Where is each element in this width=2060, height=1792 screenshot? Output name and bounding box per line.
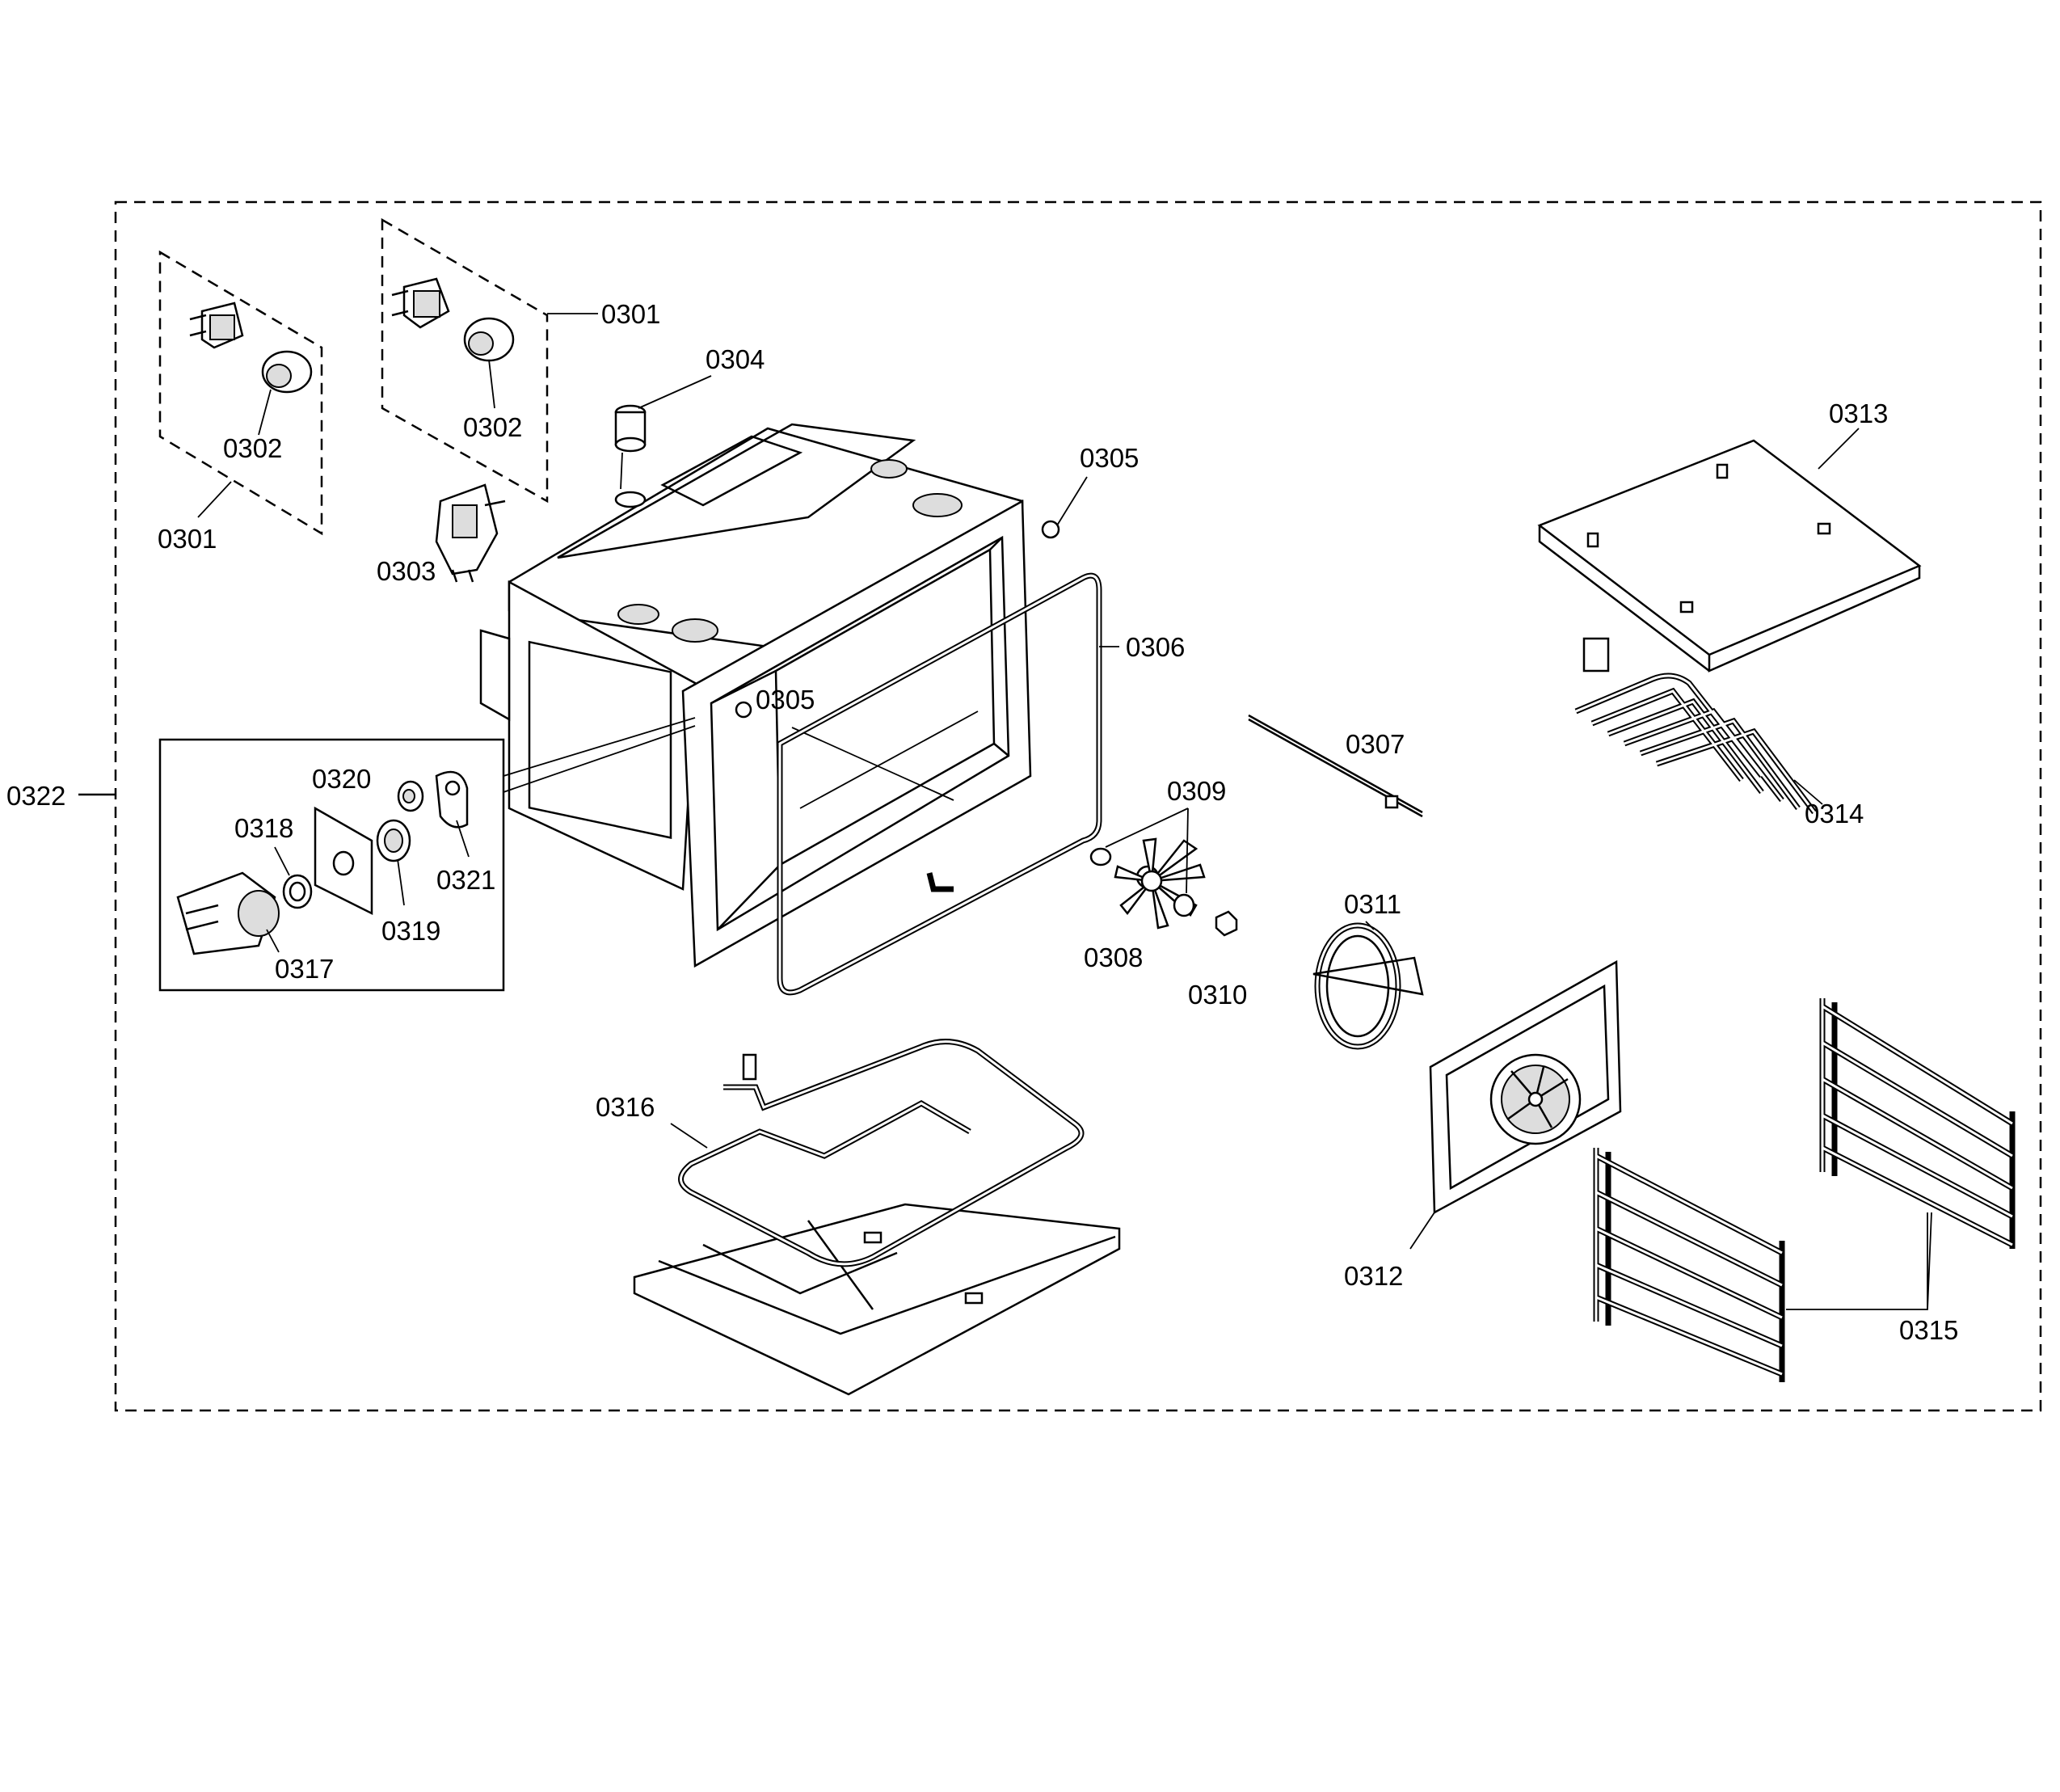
callout-0305-top: 0305 [1080,443,1139,473]
part-0303-component [435,483,506,583]
callout-0313: 0313 [1829,398,1888,428]
part-0310-nut [1215,910,1238,937]
part-0308-fan [1089,807,1206,930]
part-0307-sensor [1248,714,1423,818]
part-0313-top-panel [1537,428,1922,673]
part-0314-grill-element [1574,637,1823,815]
callout-labels: 0301 0301 0302 0302 0303 0304 0305 0305 … [6,299,1958,1345]
lamp-assembly-left [158,250,323,536]
callout-0319: 0319 [381,916,440,946]
callout-0304: 0304 [706,344,765,374]
callout-0302-left: 0302 [223,433,282,463]
callout-0322: 0322 [6,781,65,811]
callout-0308: 0308 [1084,942,1143,972]
part-0304-vent [614,375,712,490]
callout-0315: 0315 [1899,1315,1958,1345]
oven-cavity [479,423,1088,968]
callout-0318: 0318 [234,813,293,843]
callout-0307: 0307 [1346,729,1405,759]
callout-0310: 0310 [1188,980,1247,1010]
callout-0320: 0320 [312,764,371,794]
callout-0316: 0316 [596,1092,655,1122]
callout-0311: 0311 [1344,889,1401,919]
callout-0314: 0314 [1805,799,1864,829]
callout-0312: 0312 [1344,1261,1403,1291]
callout-0317: 0317 [275,954,334,984]
callout-0301-left: 0301 [158,524,217,554]
callout-0309: 0309 [1167,776,1226,806]
part-0311-ring-element [1312,921,1424,1050]
callout-0305-inner: 0305 [756,685,815,715]
part-0312-back-panel [1409,959,1622,1250]
callout-0303: 0303 [377,556,436,586]
lamp-assembly-right [381,217,598,504]
callout-0321: 0321 [436,865,495,895]
part-0315-side-racks [1593,998,2016,1382]
assembly-boundary-0322 [78,200,2042,1412]
inset-detail-box [158,717,696,992]
callout-0306: 0306 [1126,632,1185,662]
callout-0301-right: 0301 [601,299,660,329]
part-0316-bottom-element [633,1039,1121,1396]
callout-0302-right: 0302 [463,412,522,442]
part-0306-door-gasket [777,572,1119,996]
